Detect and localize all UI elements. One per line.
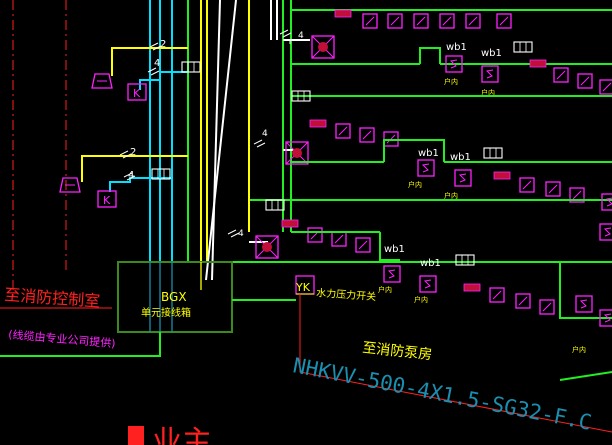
count-label: 4 xyxy=(262,129,268,139)
k-label-1: K xyxy=(133,87,141,100)
fire-control-room-label: 至消防控制室 xyxy=(4,285,101,311)
household-label: 户内 xyxy=(378,285,392,294)
count-label: 4 xyxy=(128,170,134,181)
module-label: wb1 xyxy=(420,258,441,269)
household-label: 户内 xyxy=(481,88,495,97)
count-label: 2 xyxy=(130,147,136,158)
module-label: wb1 xyxy=(481,48,502,59)
left-branch-lower xyxy=(59,150,188,208)
module-label: wb1 xyxy=(384,244,405,255)
household-label: 户内 xyxy=(408,180,422,189)
count-label: 4 xyxy=(154,58,160,69)
floor-row-3 xyxy=(227,193,612,327)
floor-row-1 xyxy=(279,9,612,95)
left-branch-upper xyxy=(91,42,201,101)
k-label-2: K xyxy=(103,194,111,207)
household-label: 户内 xyxy=(444,191,458,200)
module-label: wb1 xyxy=(418,148,439,159)
pressure-switch-group xyxy=(295,275,612,433)
household-label: 户内 xyxy=(414,295,428,304)
count-label: 4 xyxy=(238,229,244,239)
cable-note: (线缆由专业公司提供) xyxy=(8,327,116,350)
junction-box xyxy=(0,261,296,357)
yk-label: YK xyxy=(295,281,311,294)
junction-box-code: BGX xyxy=(161,290,187,304)
fire-pump-room-label: 至消防泵房 xyxy=(362,340,433,363)
household-label: 户内 xyxy=(444,77,458,86)
riser-lines xyxy=(12,0,612,300)
count-label: 2 xyxy=(160,39,166,50)
household-label: 户内 xyxy=(572,345,586,354)
floor-row-2 xyxy=(253,90,612,203)
bottom-partial-label: 业主 xyxy=(152,425,212,445)
module-label: wb1 xyxy=(446,42,467,53)
module-label: wb1 xyxy=(450,152,471,163)
cable-spec-label: NHKVV-500-4X1.5-SG32-F.C xyxy=(291,353,593,434)
pressure-switch-label: 水力压力开关 xyxy=(316,286,377,303)
count-label: 4 xyxy=(298,31,304,41)
junction-box-name: 单元接线箱 xyxy=(141,306,191,319)
